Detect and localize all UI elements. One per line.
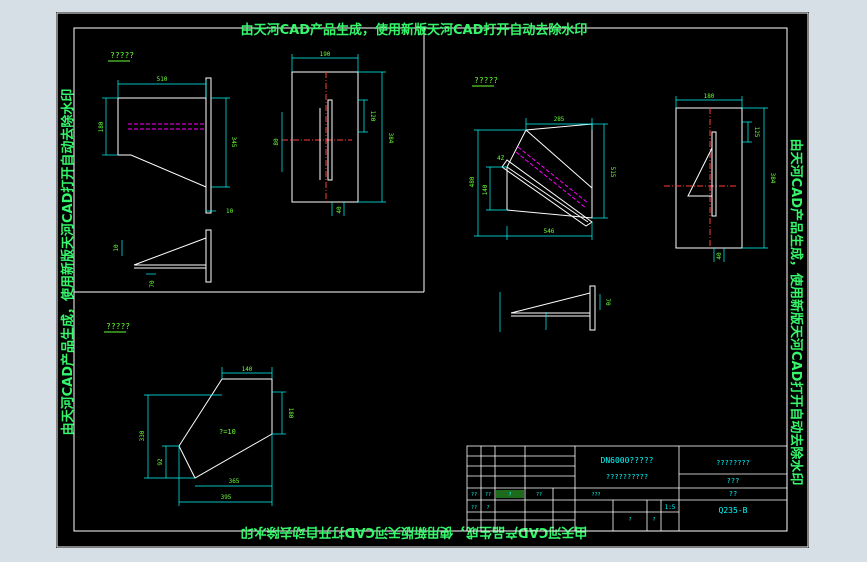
dim-tr-right: 515 [609, 167, 616, 178]
dim-tr-left2: 140 [482, 184, 489, 195]
watermark-top: 由天河CAD产品生成，使用新版天河CAD打开自动去除水印 [241, 22, 588, 38]
dim-tl-right: 345 [230, 137, 237, 148]
dim-side-a-r1: 120 [369, 111, 376, 122]
plate-note: ?=10 [219, 428, 236, 436]
watermark-right: 由天河CAD产品生成，使用新版天河CAD打开自动去除水印 [788, 139, 804, 486]
dimensions-front-b [474, 118, 608, 240]
dim-bl-right: 180 [287, 408, 294, 419]
dim-tr-angle: 4Z [497, 155, 505, 162]
outer-frame [56, 12, 809, 548]
dim-bl-mid: 365 [229, 478, 240, 485]
dimensions-front-a [102, 80, 230, 212]
view-title-top-left: ????? [110, 51, 134, 60]
dim-side-a-bot: 40 [336, 206, 343, 214]
small-view-b [510, 285, 596, 331]
tb-subtitle: ?????????? [606, 473, 648, 481]
dim-side-a-left: 80 [273, 138, 280, 146]
dimensions-small-a [121, 240, 156, 275]
tb-cell: ??? [591, 492, 600, 498]
dim-side-b-top: 180 [704, 93, 715, 100]
dim-tl-left: 180 [98, 121, 105, 132]
dim-bl-left2: 92 [157, 458, 164, 466]
tb-material: Q235-B [719, 506, 748, 515]
dim-side-a-r2: 384 [387, 133, 394, 144]
dim-side-b-r1: 125 [753, 127, 760, 138]
view-title-top-right: ????? [474, 76, 498, 85]
tb-cell: ?? [485, 492, 491, 498]
tb-cell: ?? [471, 505, 477, 511]
title-block-highlight [496, 490, 524, 498]
dimensions-side-a [281, 54, 386, 216]
dim-tl-bottom: 10 [226, 208, 234, 215]
dimensions-small-b [499, 292, 601, 332]
dim-tl-top: 510 [157, 76, 168, 83]
tb-cell: ?? [471, 492, 477, 498]
tb-r2: ??? [727, 477, 740, 485]
side-view-a [282, 71, 359, 203]
dim-tr-bottom: 546 [544, 228, 555, 235]
tb-cell: ? [628, 517, 631, 523]
tb-name: DN6000????? [601, 456, 654, 465]
front-view-b [501, 123, 593, 227]
dimensions-side-b [675, 96, 768, 262]
tb-cell: ? [486, 505, 489, 511]
watermark-bottom: 由天河CAD产品生成，使用新版天河CAD打开自动去除水印 [241, 524, 588, 540]
dim-bl-top: 140 [242, 366, 253, 373]
dim-small-a-b: 70 [149, 280, 156, 288]
side-view-b [664, 107, 743, 249]
tb-company: ???????? [716, 459, 750, 467]
watermark-left: 由天河CAD产品生成，使用新版天河CAD打开自动去除水印 [60, 89, 76, 436]
dim-small-b: 70 [604, 298, 611, 306]
dimensions-plate [144, 367, 286, 506]
dim-tr-left: 480 [469, 176, 476, 187]
dim-tr-top: 285 [554, 116, 565, 123]
front-view-a [117, 77, 212, 214]
title-block [466, 445, 788, 532]
inner-frame [73, 27, 788, 532]
view-title-bottom-left: ????? [106, 322, 130, 331]
drawing-canvas[interactable]: 由天河CAD产品生成，使用新版天河CAD打开自动去除水印 由天河CAD产品生成，… [56, 12, 809, 548]
tb-cell: ?? [536, 492, 542, 498]
cad-drawing-viewport[interactable]: 由天河CAD产品生成，使用新版天河CAD打开自动去除水印 由天河CAD产品生成，… [56, 12, 809, 548]
tb-cell: ? [652, 517, 655, 523]
dim-bl-bottom: 395 [221, 494, 232, 501]
dim-side-b-r2: 384 [769, 173, 776, 184]
small-view-a [133, 229, 212, 283]
plate-view [178, 378, 273, 479]
dim-side-a-top: 190 [320, 51, 331, 58]
dim-small-a-a: 10 [113, 244, 120, 252]
tb-r3: ?? [729, 490, 737, 498]
tb-cell: ? [508, 492, 511, 498]
dim-bl-left: 330 [139, 430, 146, 441]
tb-scale: 1:5 [665, 504, 676, 511]
dim-side-b-bot: 40 [716, 252, 723, 260]
